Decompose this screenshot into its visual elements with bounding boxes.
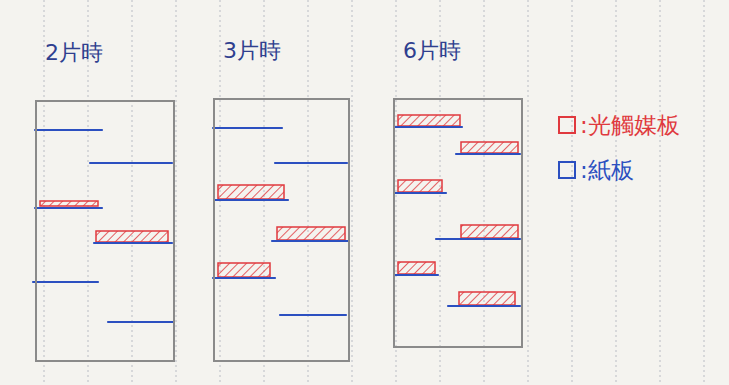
ruled-lines [44, 0, 704, 385]
frame-heading: 2片時 [45, 38, 103, 68]
legend-swatch [558, 116, 576, 134]
stack-frame: 6片時 [393, 98, 523, 348]
frame-heading: 3片時 [223, 36, 281, 66]
stack-frame: 2片時 [35, 100, 175, 362]
stack-frame: 3片時 [213, 98, 350, 362]
legend-swatch [558, 161, 576, 179]
photocatalyst-plates [40, 115, 518, 305]
frame-heading: 6片時 [403, 36, 461, 66]
paper-plates [33, 127, 520, 322]
legend-text: :紙板 [580, 155, 634, 186]
legend-text: :光觸媒板 [580, 110, 680, 141]
